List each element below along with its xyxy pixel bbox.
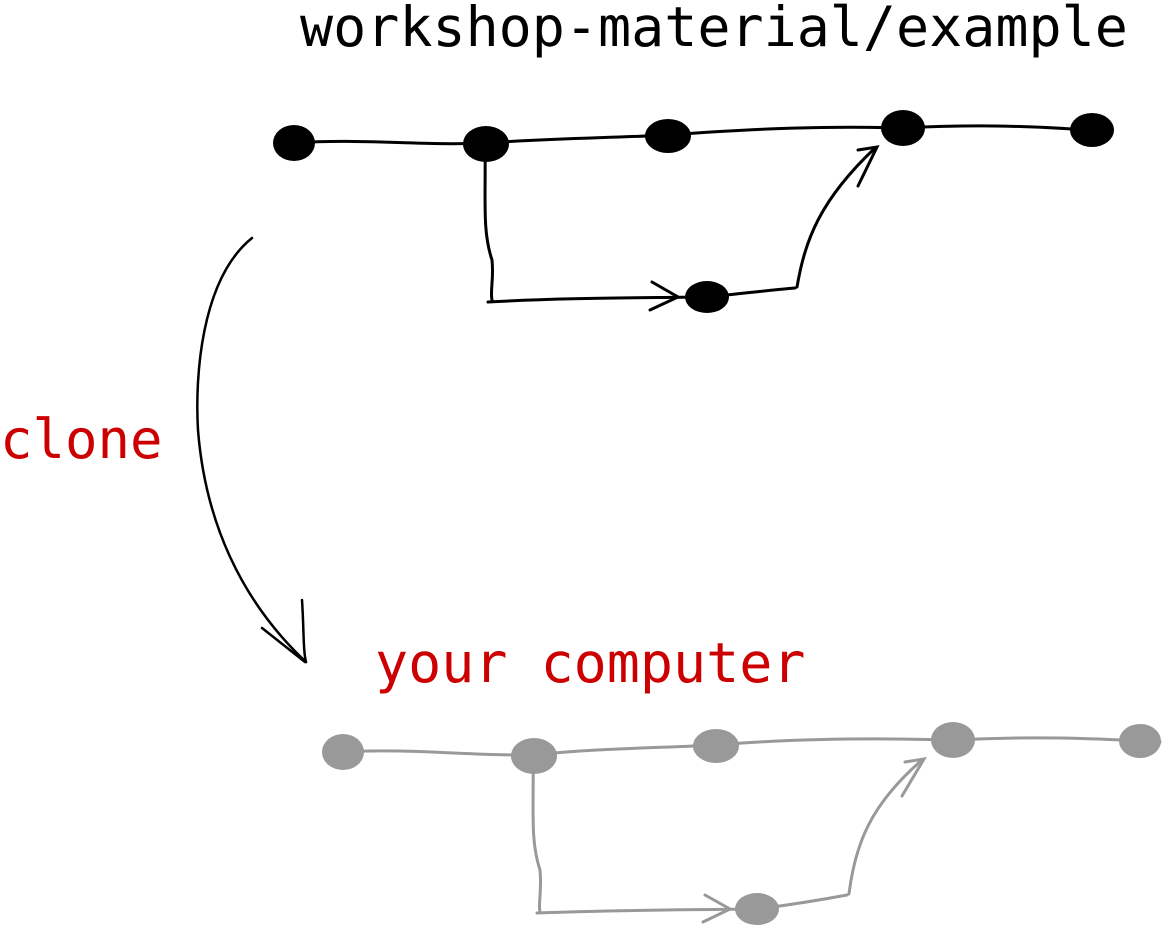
local-repo-label: your computer bbox=[375, 631, 805, 695]
remote-commits bbox=[273, 110, 1114, 313]
remote-merge-arrow bbox=[795, 145, 880, 289]
commit-node bbox=[931, 722, 975, 758]
local-merge-arrow bbox=[847, 757, 927, 896]
commit-node bbox=[881, 110, 925, 146]
commit-node bbox=[273, 125, 315, 161]
commit-node bbox=[735, 893, 779, 925]
commit-node bbox=[693, 729, 739, 763]
commit-node bbox=[511, 738, 557, 774]
remote-feature-branch-line bbox=[483, 141, 797, 304]
local-feature-branch-line bbox=[531, 753, 849, 915]
local-main-branch-line bbox=[341, 736, 1162, 757]
local-branch-arrowhead bbox=[701, 893, 734, 924]
remote-main-branch-line bbox=[291, 124, 1114, 146]
clone-label: clone bbox=[0, 408, 163, 471]
commit-node bbox=[463, 126, 509, 162]
commit-node bbox=[1119, 724, 1161, 758]
commit-node bbox=[685, 281, 729, 313]
local-commits bbox=[322, 722, 1161, 925]
commit-node bbox=[322, 734, 364, 770]
commit-node bbox=[1070, 113, 1114, 147]
remote-repo-title: workshop-material/example bbox=[300, 0, 1128, 59]
clone-arrow bbox=[196, 236, 308, 664]
remote-branch-arrowhead bbox=[648, 280, 682, 312]
commit-node bbox=[645, 119, 691, 153]
